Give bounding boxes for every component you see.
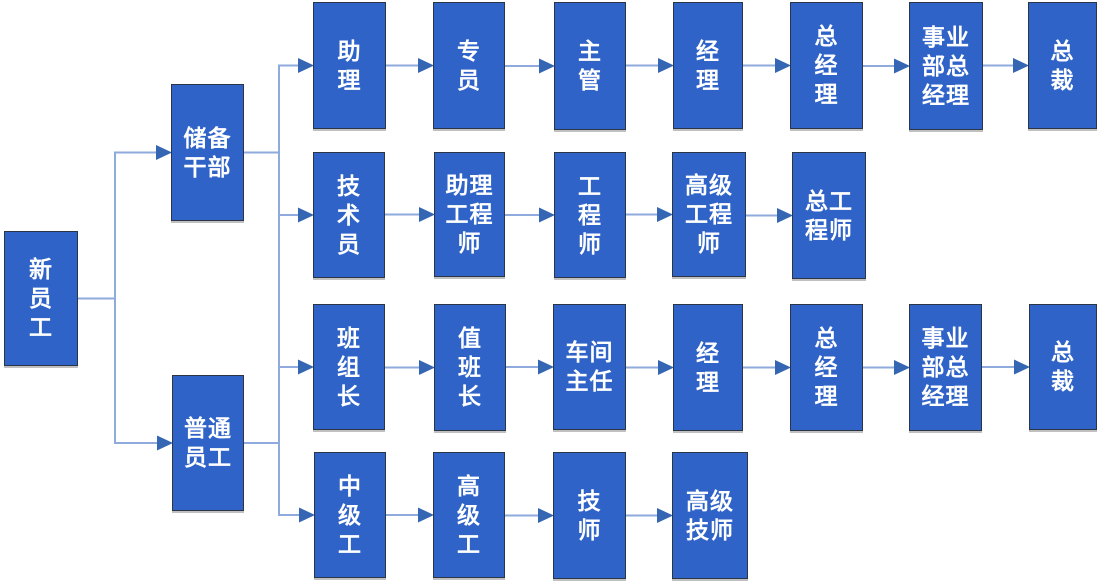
arrowhead-icon [539, 207, 555, 223]
arrowhead-icon [298, 207, 314, 223]
node-skilled-technician: 技 师 [553, 452, 626, 579]
arrowhead-icon [775, 360, 791, 375]
arrowhead-icon [419, 360, 435, 375]
arrowhead-icon [419, 207, 435, 222]
arrowhead-icon [894, 58, 910, 74]
arrowhead-icon [775, 58, 791, 73]
node-division-gm-ops: 事业 部总 经理 [909, 304, 982, 431]
arrowhead-icon [538, 508, 554, 523]
node-manager-ops: 经 理 [673, 304, 743, 431]
node-president-ops: 总 裁 [1029, 304, 1097, 430]
node-engineer: 工 程 师 [554, 152, 626, 278]
node-manager-mgmt: 经 理 [673, 2, 743, 129]
node-specialist: 专 员 [433, 2, 505, 129]
node-technician: 技 术 员 [313, 152, 385, 278]
node-reserve-cadre: 储备 干部 [171, 84, 244, 221]
node-supervisor: 主 管 [554, 2, 626, 130]
node-team-leader: 班 组 长 [313, 304, 385, 430]
arrowhead-icon [298, 359, 314, 375]
arrowhead-icon [777, 208, 793, 223]
arrowhead-icon [658, 360, 674, 375]
node-general-manager-mgmt: 总 经 理 [790, 2, 863, 129]
node-intermediate-worker: 中 级 工 [314, 452, 386, 578]
node-workshop-director: 车间 主任 [553, 304, 626, 430]
arrowhead-icon [538, 359, 554, 375]
node-senior-worker: 高 级 工 [433, 452, 505, 578]
node-shift-leader: 值 班 长 [434, 304, 506, 431]
arrowhead-icon [657, 508, 673, 523]
arrowhead-icon [657, 207, 673, 222]
arrowhead-icon [298, 58, 314, 73]
node-division-gm-mgmt: 事业 部总 经理 [909, 2, 983, 130]
arrowhead-icon [418, 507, 434, 523]
arrowhead-icon [156, 145, 172, 160]
arrowhead-icon [894, 360, 910, 375]
node-assistant-engineer: 助理 工程 师 [434, 152, 505, 277]
arrowhead-icon [1014, 359, 1030, 375]
arrowhead-icon [539, 58, 555, 74]
node-senior-skilled-technician: 高级 技师 [672, 452, 748, 579]
arrowhead-icon [658, 58, 674, 73]
arrowhead-icon [299, 507, 315, 523]
node-general-manager-ops: 总 经 理 [790, 304, 863, 431]
arrowhead-icon [1013, 58, 1029, 73]
node-president-mgmt: 总 裁 [1028, 2, 1097, 129]
arrowhead-icon [418, 58, 434, 73]
node-chief-engineer: 总工 程师 [792, 152, 866, 279]
node-ordinary-employee: 普通 员工 [172, 375, 244, 511]
node-assistant: 助 理 [313, 2, 386, 129]
node-senior-engineer: 高级 工程 师 [672, 152, 746, 277]
node-new-employee: 新 员 工 [4, 231, 78, 366]
arrowhead-icon [157, 435, 173, 451]
